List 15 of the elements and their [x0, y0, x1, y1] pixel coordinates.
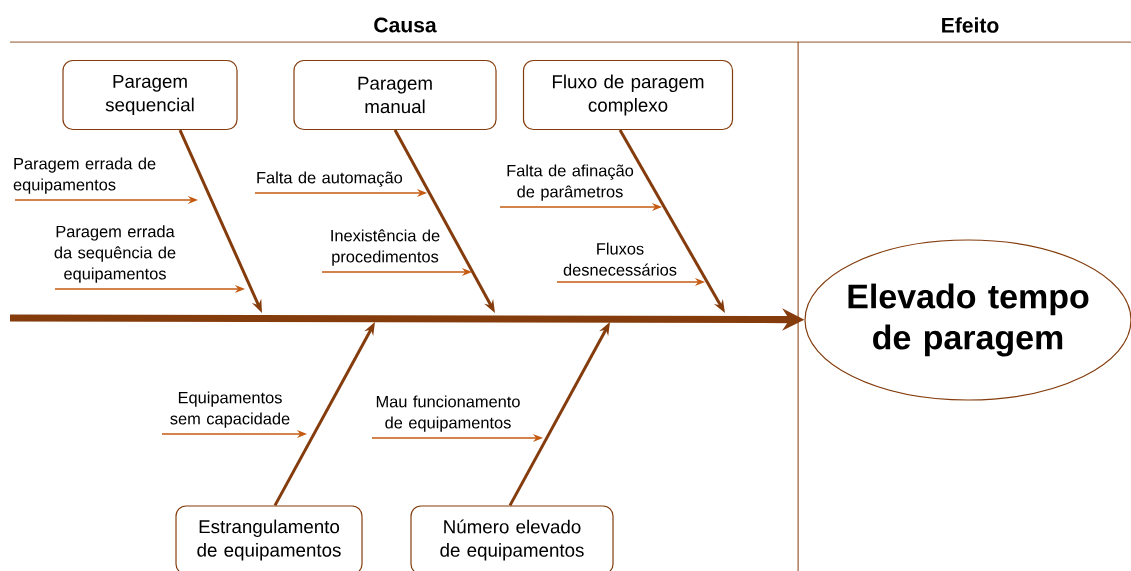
- sub-cause-text: Mau funcionamento de equipamentos: [376, 395, 520, 432]
- sub-cause-text: Falta de afinação de parâmetros: [507, 164, 634, 201]
- cause-box: Fluxo de paragem complexo: [522, 59, 734, 131]
- cause-box: Paragem sequencial: [62, 59, 238, 131]
- sub-cause-text: Falta de automação: [257, 171, 403, 187]
- cause-box: Paragem manual: [293, 59, 497, 131]
- sub-cause-text: Inexistência de procedimentos: [331, 229, 440, 266]
- sub-cause-text: Paragem errada de equipamentos: [13, 157, 156, 194]
- sub-cause-text: Paragem errada da sequência de equipamentos: [54, 225, 176, 283]
- sub-cause-text: Fluxos desnecessários: [563, 242, 677, 276]
- heading: Efeito: [942, 17, 999, 33]
- cause-box: Número elevado de equipamentos: [410, 505, 614, 571]
- sub-cause-text: Equipamentos sem capacidade: [170, 391, 290, 428]
- heading: Causa: [374, 17, 437, 33]
- cause-box: Estrangulamento de equipamentos: [175, 505, 363, 571]
